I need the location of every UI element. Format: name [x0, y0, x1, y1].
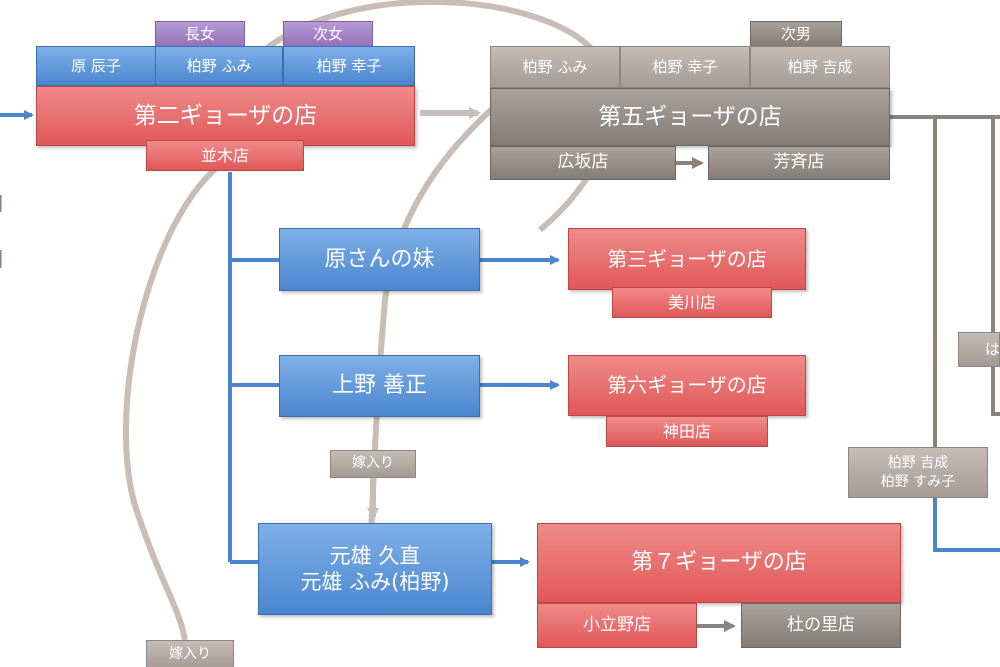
tag-second-daughter: 次女 [283, 21, 373, 47]
shop-fifth-gyoza: 第五ギョーザの店 [490, 88, 890, 146]
motoo-line-2: 元雄 ふみ(柏野) [300, 570, 450, 594]
person-yoshinari: 柏野 吉成 [750, 46, 890, 88]
shop-sixth-gyoza: 第六ギョーザの店 [568, 355, 806, 416]
person-yoshinari-sumiko: 柏野 吉成 柏野 すみ子 [848, 447, 988, 498]
tag-second-son: 次男 [750, 21, 842, 47]
person-kashiwano-fumi: 柏野 ふみ [155, 46, 283, 86]
label-yomeiri-middle: 嫁入り [330, 450, 416, 478]
branch-hirosaka: 広坂店 [490, 146, 676, 180]
shop-third-gyoza: 第三ギョーザの店 [568, 228, 806, 290]
person-ueno-yoshimasa: 上野 善正 [279, 355, 480, 417]
person-sachiko-right: 柏野 幸子 [620, 46, 750, 88]
curve-yomeiri-bottom [122, 152, 237, 641]
cut-off-label-right: は [958, 332, 1000, 367]
shop-second-gyoza: 第二ギョーザの店 [36, 86, 415, 146]
person-kashiwano-sachiko: 柏野 幸子 [283, 46, 415, 86]
branch-morinosato: 杜の里店 [741, 603, 901, 648]
person-fumi-right: 柏野 ふみ [490, 46, 620, 88]
branch-namiki: 並木店 [146, 140, 304, 171]
person-hara-sister: 原さんの妹 [279, 228, 480, 291]
branch-hosai: 芳斉店 [708, 146, 890, 180]
shop-seventh-gyoza: 第７ギョーザの店 [537, 523, 901, 603]
branch-komatsu: 小立野店 [537, 603, 697, 648]
blue-line-right-bottom [933, 498, 1000, 552]
person-hara-tatsuko: 原 辰子 [36, 46, 156, 86]
tag-eldest-daughter: 長女 [155, 21, 245, 47]
couple-line-1: 柏野 吉成 [887, 455, 949, 472]
person-motoo-couple: 元雄 久直 元雄 ふみ(柏野) [258, 523, 492, 615]
branch-kanda: 神田店 [606, 416, 768, 447]
label-yomeiri-bottom: 嫁入り [146, 640, 234, 667]
motoo-line-1: 元雄 久直 [329, 543, 421, 568]
couple-line-2: 柏野 すみ子 [880, 473, 956, 490]
branch-mikawa: 美川店 [612, 287, 772, 318]
line-right-stub [991, 367, 1000, 416]
